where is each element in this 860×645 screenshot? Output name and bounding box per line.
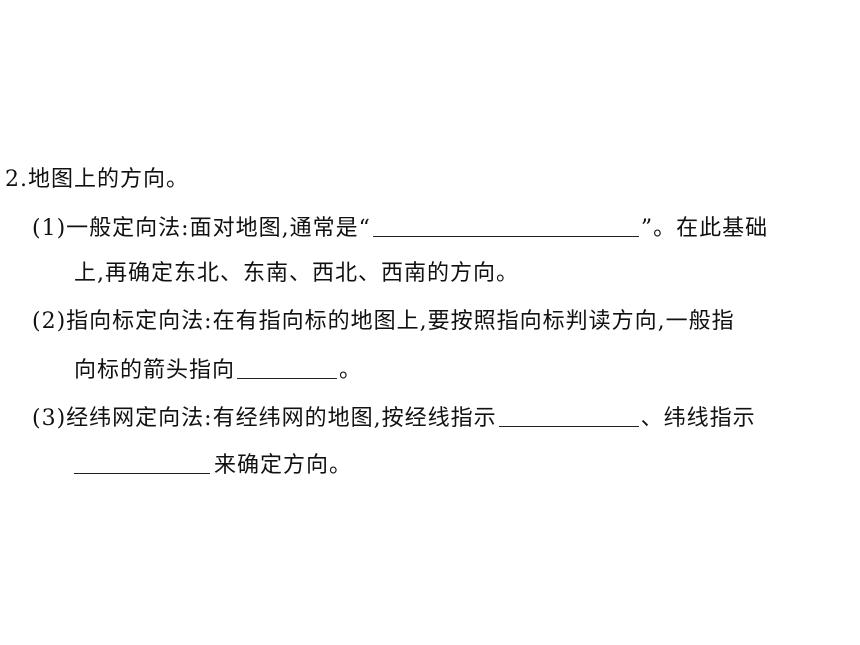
question-title: 2.地图上的方向。 [5, 165, 860, 195]
item-1-line-1: (1)一般定向法:面对地图,通常是“ ”。在此基础 [32, 212, 860, 244]
item-3-suffix: 、纬线指示 [640, 406, 756, 431]
item-2-text: (2)指向标定向法:在有指向标的地图上,要按照指向标判读方向,一般指 [32, 309, 735, 334]
fill-blank-4[interactable] [74, 451, 210, 474]
item-2-line-2: 向标的箭头指向 。 [74, 354, 860, 386]
item-3-prefix: (3)经纬网定向法:有经纬网的地图,按经线指示 [32, 406, 497, 431]
item-1-continuation: 上,再确定东北、东南、西北、西南的方向。 [74, 261, 519, 286]
fill-blank-2[interactable] [237, 356, 338, 379]
item-3-line-2: 来确定方向。 [74, 449, 860, 481]
item-2-suffix: 。 [339, 358, 363, 383]
item-2-prefix: 向标的箭头指向 [74, 358, 236, 383]
item-2-line-1: (2)指向标定向法:在有指向标的地图上,要按照指向标判读方向,一般指 [32, 307, 860, 337]
fill-blank-1[interactable] [372, 214, 639, 237]
item-1-suffix: ”。在此基础 [640, 216, 769, 241]
item-3-tail: 来确定方向。 [214, 453, 353, 478]
item-3-line-1: (3)经纬网定向法:有经纬网的地图,按经线指示 、纬线指示 [32, 402, 860, 434]
question-title-text: 2.地图上的方向。 [5, 167, 189, 192]
item-1-prefix: (1)一般定向法:面对地图,通常是“ [32, 216, 371, 241]
item-1-line-2: 上,再确定东北、东南、西北、西南的方向。 [74, 259, 860, 289]
fill-blank-3[interactable] [498, 404, 639, 427]
